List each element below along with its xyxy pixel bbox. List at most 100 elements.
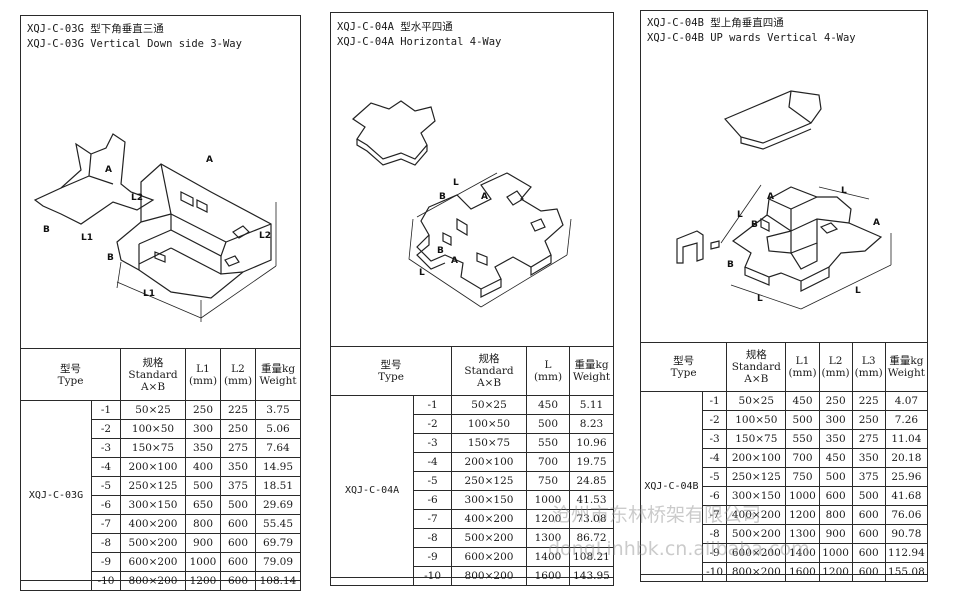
header-l: L(mm)	[526, 346, 570, 396]
row-l3: 275	[851, 429, 886, 449]
label-b2: B	[107, 253, 114, 263]
row-spec: 300×150	[451, 490, 527, 510]
row-spec: 50×25	[726, 391, 787, 411]
row-spec: 500×200	[726, 524, 787, 544]
row-spec: 800×200	[451, 566, 527, 586]
row-weight: 112.94	[884, 543, 929, 563]
label-b2: B	[727, 260, 734, 270]
row-weight: 90.78	[884, 524, 929, 544]
row-l1: 550	[785, 429, 820, 449]
panel-xqj-c-04a: XQJ-C-04A 型水平四通 XQJ-C-04A Horizontal 4-W…	[329, 12, 614, 586]
label-a: A	[105, 165, 112, 175]
row-l: 1200	[526, 509, 570, 529]
row-l1: 450	[785, 391, 820, 411]
label-a2: A	[873, 218, 880, 228]
row-l: 1000	[526, 490, 570, 510]
panel-title-cn: XQJ-C-04B 型上角垂直四通	[647, 17, 784, 29]
row-l: 1600	[526, 566, 570, 586]
row-l2: 600	[220, 552, 256, 572]
row-suffix: -5	[701, 467, 728, 487]
row-weight: 5.06	[255, 419, 301, 439]
row-weight: 14.95	[255, 457, 301, 477]
cross-upward-4way-drawing: A B L L A B L L	[676, 90, 892, 310]
row-l2: 375	[220, 476, 256, 496]
row-weight: 18.51	[255, 476, 301, 496]
row-l2: 275	[220, 438, 256, 458]
label-b: B	[43, 225, 50, 235]
row-suffix: -7	[701, 505, 728, 525]
label-b: B	[439, 192, 446, 202]
row-weight: 7.64	[255, 438, 301, 458]
row-l1: 1200	[185, 571, 221, 591]
row-l1: 300	[185, 419, 221, 439]
row-spec: 50×25	[451, 395, 527, 415]
row-weight: 55.45	[255, 514, 301, 534]
row-suffix: -7	[91, 514, 121, 534]
row-l2: 250	[220, 419, 256, 439]
row-l3: 375	[851, 467, 886, 487]
row-weight: 41.68	[884, 486, 929, 506]
row-weight: 5.11	[569, 395, 614, 415]
header-l2: L2(mm)	[818, 342, 853, 392]
row-l2: 600	[220, 571, 256, 591]
row-suffix: -10	[413, 566, 452, 586]
row-weight: 108.21	[569, 547, 614, 567]
row-l3: 500	[851, 486, 886, 506]
row-weight: 20.18	[884, 448, 929, 468]
table-row: XQJ-C-04A -1 50×25 450 5.11	[329, 395, 614, 586]
row-spec: 250×125	[451, 471, 527, 491]
row-spec: 300×150	[120, 495, 186, 515]
row-weight: 10.96	[569, 433, 614, 453]
row-spec: 250×125	[726, 467, 787, 487]
row-weight: 29.69	[255, 495, 301, 515]
row-suffix: -2	[701, 410, 728, 430]
row-l2: 900	[818, 524, 853, 544]
row-weight: 4.07	[884, 391, 929, 411]
row-weight: 7.26	[884, 410, 929, 430]
row-weight: 41.53	[569, 490, 614, 510]
row-l2: 500	[818, 467, 853, 487]
header-l1: L1(mm)	[785, 342, 820, 392]
row-spec: 600×200	[726, 543, 787, 563]
row-l3: 350	[851, 448, 886, 468]
row-spec: 200×100	[726, 448, 787, 468]
panel-xqj-c-04b: XQJ-C-04B 型上角垂直四通 XQJ-C-04B UP wards Ver…	[639, 10, 929, 582]
row-l2: 225	[220, 400, 256, 420]
row-weight: 24.85	[569, 471, 614, 491]
row-l2: 300	[818, 410, 853, 430]
row-suffix: -2	[413, 414, 452, 434]
row-l1: 900	[185, 533, 221, 553]
row-weight: 143.95	[569, 566, 614, 586]
row-l1: 500	[185, 476, 221, 496]
row-l2: 500	[220, 495, 256, 515]
row-weight: 69.79	[255, 533, 301, 553]
cross-4way-drawing: L A B L A B	[352, 100, 572, 308]
row-weight: 25.96	[884, 467, 929, 487]
label-a: A	[767, 192, 774, 202]
row-suffix: -6	[413, 490, 452, 510]
label-l1: L1	[81, 233, 93, 243]
row-suffix: -10	[91, 571, 121, 591]
row-spec: 300×150	[726, 486, 787, 506]
row-spec: 100×50	[120, 419, 186, 439]
label-l4: L	[855, 286, 861, 296]
panel-title-cn: XQJ-C-03G 型下角垂直三通	[27, 23, 164, 35]
row-spec: 600×200	[120, 552, 186, 572]
row-suffix: -6	[701, 486, 728, 506]
row-l3: 600	[851, 505, 886, 525]
row-weight: 73.08	[569, 509, 614, 529]
row-spec: 400×200	[451, 509, 527, 529]
label-l2: L2	[131, 193, 143, 203]
row-spec: 150×75	[120, 438, 186, 458]
